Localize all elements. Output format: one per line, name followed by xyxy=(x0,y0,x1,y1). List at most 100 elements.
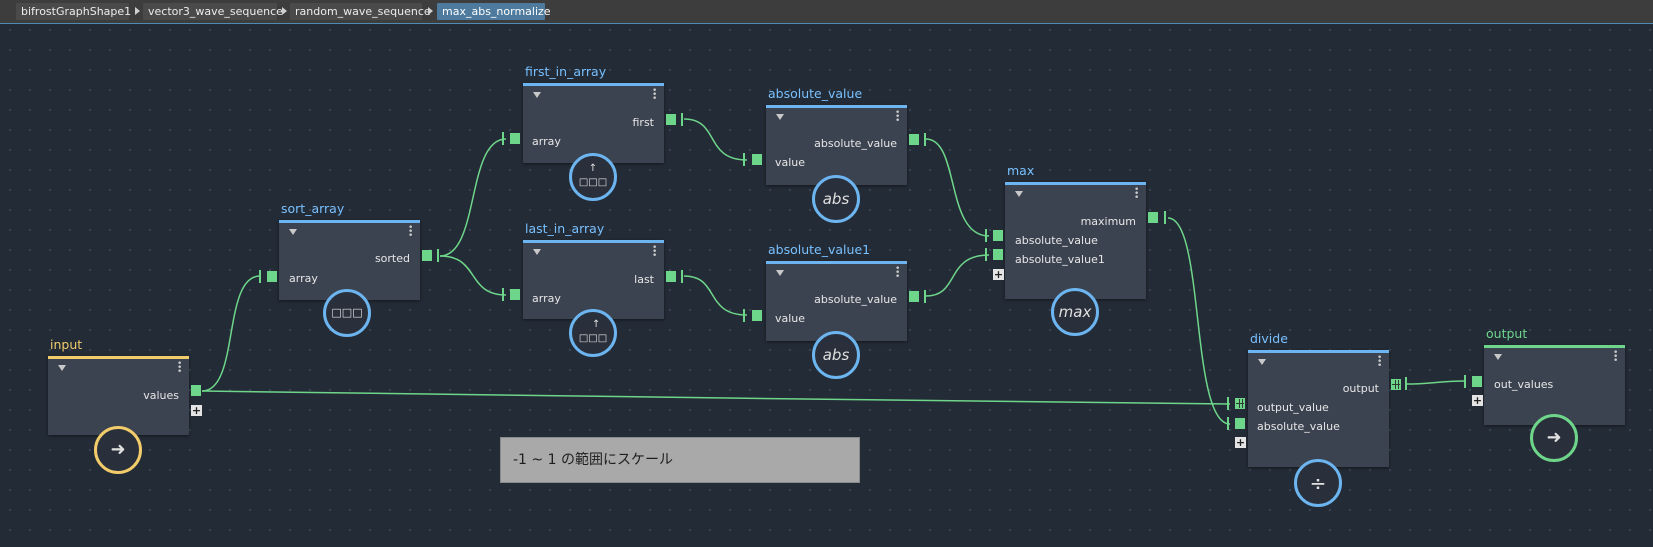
port-label-out-values: out_values xyxy=(1494,378,1554,391)
port-label-maximum: maximum xyxy=(1080,215,1136,228)
port-output-bar xyxy=(924,290,926,303)
breadcrumb-label: random_wave_sequence xyxy=(295,5,431,18)
last-element-icon: ↑□□□ xyxy=(569,309,617,357)
output-arrow-icon: ➜ xyxy=(1530,414,1578,462)
wire-sort-to-last xyxy=(439,255,507,296)
collapse-triangle-icon[interactable] xyxy=(58,365,66,371)
collapse-triangle-icon[interactable] xyxy=(776,114,784,120)
port-input-bar xyxy=(259,270,261,283)
port-input-bar xyxy=(502,132,504,145)
port-input-absolute-value1[interactable] xyxy=(993,249,1003,260)
port-output-absolute-value[interactable] xyxy=(909,291,919,302)
graph-comment-note[interactable]: -1 ~ 1 の範囲にスケール xyxy=(500,437,860,483)
wire-input-to-sort xyxy=(201,275,261,392)
port-output-bar xyxy=(681,113,683,126)
abs-symbol: abs xyxy=(812,331,860,379)
wire-last-to-abs1 xyxy=(683,275,748,316)
port-input-bar xyxy=(1227,397,1229,410)
port-input-absolute-value[interactable] xyxy=(1235,418,1245,429)
kebab-menu-icon[interactable]: ••• xyxy=(1377,353,1383,371)
kebab-menu-icon[interactable]: ••• xyxy=(895,108,901,126)
chevron-right-icon xyxy=(282,7,287,15)
breadcrumb-item-bifrostgraphshape1[interactable]: bifrostGraphShape1 xyxy=(16,3,131,20)
port-output-values[interactable] xyxy=(191,385,201,396)
port-output-output[interactable] xyxy=(1391,379,1401,390)
collapse-triangle-icon[interactable] xyxy=(776,270,784,276)
kebab-menu-icon[interactable]: ••• xyxy=(1134,185,1140,203)
kebab-menu-icon[interactable]: ••• xyxy=(652,243,658,261)
port-label-absolute-value: absolute_value xyxy=(1257,420,1340,433)
port-input-array[interactable] xyxy=(510,133,520,144)
port-input-absolute-value[interactable] xyxy=(993,230,1003,241)
port-label-last: last xyxy=(634,273,654,286)
node-last-in-array[interactable]: last_in_array ••• last array xyxy=(523,221,664,319)
port-input-bar xyxy=(502,288,504,301)
port-label-first: first xyxy=(632,116,655,129)
node-title: absolute_value1 xyxy=(768,242,871,257)
add-port-plus-icon[interactable]: + xyxy=(1472,394,1483,407)
wire-input-to-divide xyxy=(201,390,1231,405)
breadcrumb-item-random-wave-sequence[interactable]: random_wave_sequence xyxy=(290,3,431,20)
port-label-absolute-value: absolute_value xyxy=(1015,234,1098,247)
breadcrumb-item-vector3-wave-sequence[interactable]: vector3_wave_sequence xyxy=(143,3,283,20)
node-absolute-value[interactable]: absolute_value ••• absolute_value value xyxy=(766,86,907,185)
port-output-bar xyxy=(681,270,683,283)
add-port-plus-icon[interactable]: + xyxy=(993,268,1004,281)
port-label-array: array xyxy=(532,292,561,305)
collapse-triangle-icon[interactable] xyxy=(533,92,541,98)
node-divide[interactable]: divide ••• output output_value absolute_… xyxy=(1248,331,1389,467)
add-port-plus-icon[interactable]: + xyxy=(1235,436,1246,449)
node-first-in-array[interactable]: first_in_array ••• first array xyxy=(523,64,664,163)
kebab-menu-icon[interactable]: ••• xyxy=(652,86,658,104)
node-input[interactable]: input ••• values xyxy=(48,337,189,435)
port-input-bar xyxy=(985,248,987,261)
breadcrumb: bifrostGraphShape1 vector3_wave_sequence… xyxy=(0,0,1653,24)
port-input-bar xyxy=(743,153,745,166)
collapse-triangle-icon[interactable] xyxy=(1015,191,1023,197)
node-absolute-value1[interactable]: absolute_value1 ••• absolute_value value xyxy=(766,242,907,341)
collapse-triangle-icon[interactable] xyxy=(533,249,541,255)
abs-symbol: abs xyxy=(812,175,860,223)
port-input-value[interactable] xyxy=(752,154,762,165)
port-output-bar xyxy=(924,133,926,146)
node-title: max xyxy=(1007,163,1035,178)
port-output-maximum[interactable] xyxy=(1148,212,1158,223)
collapse-triangle-icon[interactable] xyxy=(1494,354,1502,360)
port-input-array[interactable] xyxy=(267,271,277,282)
chevron-right-icon xyxy=(135,7,140,15)
chevron-right-icon xyxy=(428,7,433,15)
add-port-plus-icon[interactable]: + xyxy=(191,404,202,417)
port-output-absolute-value[interactable] xyxy=(909,134,919,145)
port-input-bar xyxy=(985,229,987,242)
port-label-value: value xyxy=(775,312,806,325)
collapse-triangle-icon[interactable] xyxy=(289,229,297,235)
port-output-bar xyxy=(1405,377,1407,390)
port-label-output: output xyxy=(1342,382,1379,395)
breadcrumb-item-max-abs-normalize[interactable]: max_abs_normalize xyxy=(437,3,551,20)
kebab-menu-icon[interactable]: ••• xyxy=(408,223,414,241)
port-output-bar xyxy=(1164,211,1166,224)
breadcrumb-label: vector3_wave_sequence xyxy=(148,5,283,18)
collapse-triangle-icon[interactable] xyxy=(1258,359,1266,365)
port-label-absolute-value1: absolute_value1 xyxy=(1015,253,1105,266)
breadcrumb-label: max_abs_normalize xyxy=(442,5,551,18)
port-input-array[interactable] xyxy=(510,289,520,300)
kebab-menu-icon[interactable]: ••• xyxy=(1613,348,1619,366)
node-sort-array[interactable]: sort_array ••• sorted array xyxy=(279,201,420,300)
node-output[interactable]: output ••• out_values xyxy=(1484,326,1625,425)
kebab-menu-icon[interactable]: ••• xyxy=(177,359,183,377)
port-input-output-value[interactable] xyxy=(1235,398,1245,409)
divide-symbol: ÷ xyxy=(1294,459,1342,507)
array-boxes-icon: □□□ xyxy=(323,289,371,337)
port-input-value[interactable] xyxy=(752,310,762,321)
port-output-last[interactable] xyxy=(666,271,676,282)
port-input-out-values[interactable] xyxy=(1472,376,1482,387)
wire-first-to-abs xyxy=(683,118,748,161)
port-output-sorted[interactable] xyxy=(422,250,432,261)
input-arrow-icon: ➜ xyxy=(94,426,142,474)
node-title: first_in_array xyxy=(525,64,607,79)
port-input-bar xyxy=(1227,417,1229,430)
kebab-menu-icon[interactable]: ••• xyxy=(895,264,901,282)
node-max[interactable]: max ••• maximum absolute_value absolute_… xyxy=(1005,163,1146,299)
port-output-first[interactable] xyxy=(666,114,676,125)
